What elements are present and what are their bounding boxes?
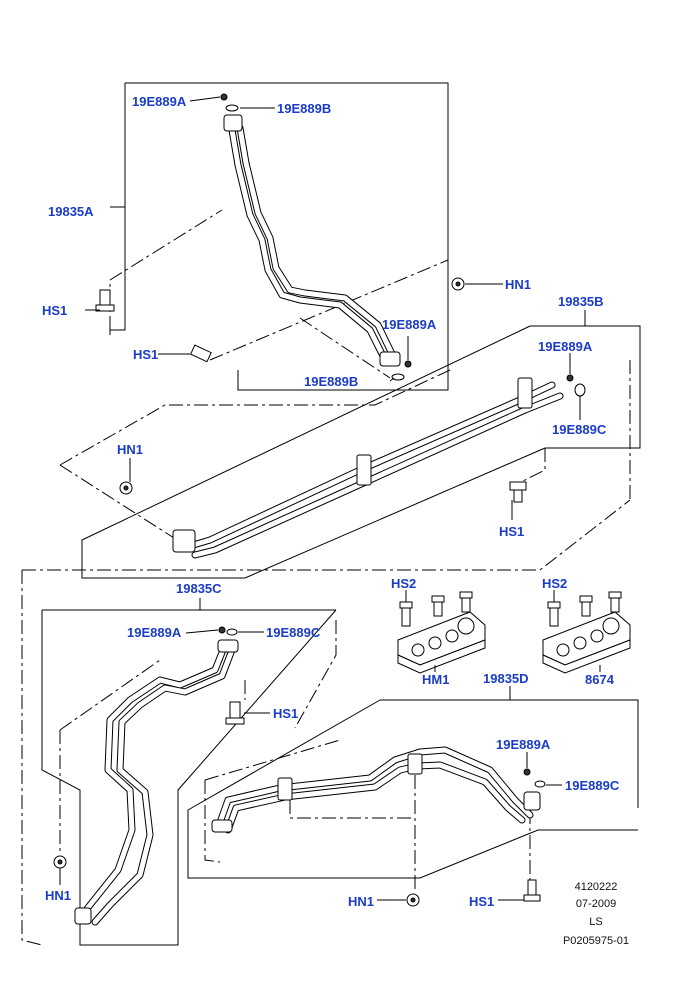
label-8674: 8674 — [585, 672, 615, 687]
bolt-HS1-d — [225, 701, 245, 725]
diagram-number: 4120222 — [575, 881, 618, 893]
seal-19E889C-c — [226, 628, 238, 636]
label-19835B: 19835B — [558, 294, 604, 309]
o-ring-19E889A-c — [218, 626, 226, 634]
bolt-HS1-a — [95, 289, 115, 312]
label-19E889B-top: 19E889B — [277, 101, 331, 116]
o-ring-19E889A-d — [523, 768, 531, 776]
nut-HN1-b — [119, 481, 133, 495]
label-HS1-c: HS1 — [499, 524, 524, 539]
label-19E889C-d: 19E889C — [565, 778, 620, 793]
label-HN1-c: HN1 — [45, 888, 71, 903]
seal-19E889C-d — [534, 780, 546, 788]
label-HM1: HM1 — [422, 672, 449, 687]
label-19835D: 19835D — [483, 671, 529, 686]
pipe-19835B — [172, 377, 564, 559]
bolt-HS1-e — [523, 879, 541, 902]
o-ring-19E889A-mid — [404, 360, 412, 368]
assembly-19835B: 19835B 19E889A 19E889C HN1 HS1 — [22, 294, 641, 579]
label-HS2-right: HS2 — [542, 576, 567, 591]
o-ring-19E889A-b — [566, 374, 574, 382]
label-HS2-left: HS2 — [391, 576, 416, 591]
label-19E889C-b: 19E889C — [552, 422, 607, 437]
pipe-19835C — [74, 639, 239, 926]
label-19E889A-c: 19E889A — [127, 625, 182, 640]
label-19E889A-d: 19E889A — [496, 737, 551, 752]
reference-number: P0205975-01 — [563, 935, 629, 947]
reference-info: 4120222 07-2009 LS P0205975-01 — [563, 881, 629, 947]
label-HS1-a: HS1 — [42, 303, 67, 318]
assembly-19835C: 19835C 19E889A 19E889C HS1 HN1 — [21, 570, 337, 946]
label-HS1-d: HS1 — [273, 706, 298, 721]
pipe-19835A — [223, 114, 401, 367]
assembly-19835A: 19E889A 19E889B 19835A HS1 HS1 HN1 19E88… — [42, 82, 531, 391]
label-19E889A-b: 19E889A — [538, 339, 593, 354]
label-19E889C-c: 19E889C — [266, 625, 321, 640]
nut-HN1-c — [53, 855, 67, 869]
diagram-date: 07-2009 — [576, 898, 616, 910]
bolt-HS2-right — [547, 591, 622, 627]
label-HS1-b: HS1 — [133, 347, 158, 362]
label-19E889A-top: 19E889A — [132, 94, 187, 109]
nut-HN1-top — [451, 277, 465, 291]
model-code: LS — [589, 916, 602, 928]
seal-19E889B-mid — [391, 373, 405, 381]
seal-19E889B-top — [225, 104, 239, 112]
label-HN1-b: HN1 — [117, 442, 143, 457]
label-19835A: 19835A — [48, 204, 94, 219]
assembly-19835D: 19835D 19E889A 19E889C HN1 HS1 — [187, 671, 639, 909]
bolt-HS1-b — [189, 344, 212, 363]
bolt-HS1-c — [509, 481, 527, 503]
bracket-HM1: HS2 HM1 — [391, 576, 486, 687]
label-19835C: 19835C — [176, 581, 222, 596]
label-19E889B-mid: 19E889B — [304, 374, 358, 389]
label-HS1-e: HS1 — [469, 894, 494, 909]
label-19E889A-mid: 19E889A — [382, 317, 437, 332]
nut-HN1-d — [406, 893, 420, 907]
o-ring-19E889A-top — [220, 93, 228, 101]
bolt-HS2-left — [399, 591, 473, 627]
label-HN1-d: HN1 — [348, 894, 374, 909]
label-HN1-top: HN1 — [505, 277, 531, 292]
pipe-19835D — [211, 746, 541, 834]
bracket-8674: HS2 8674 — [542, 576, 631, 687]
seal-19E889C-b — [574, 383, 586, 397]
